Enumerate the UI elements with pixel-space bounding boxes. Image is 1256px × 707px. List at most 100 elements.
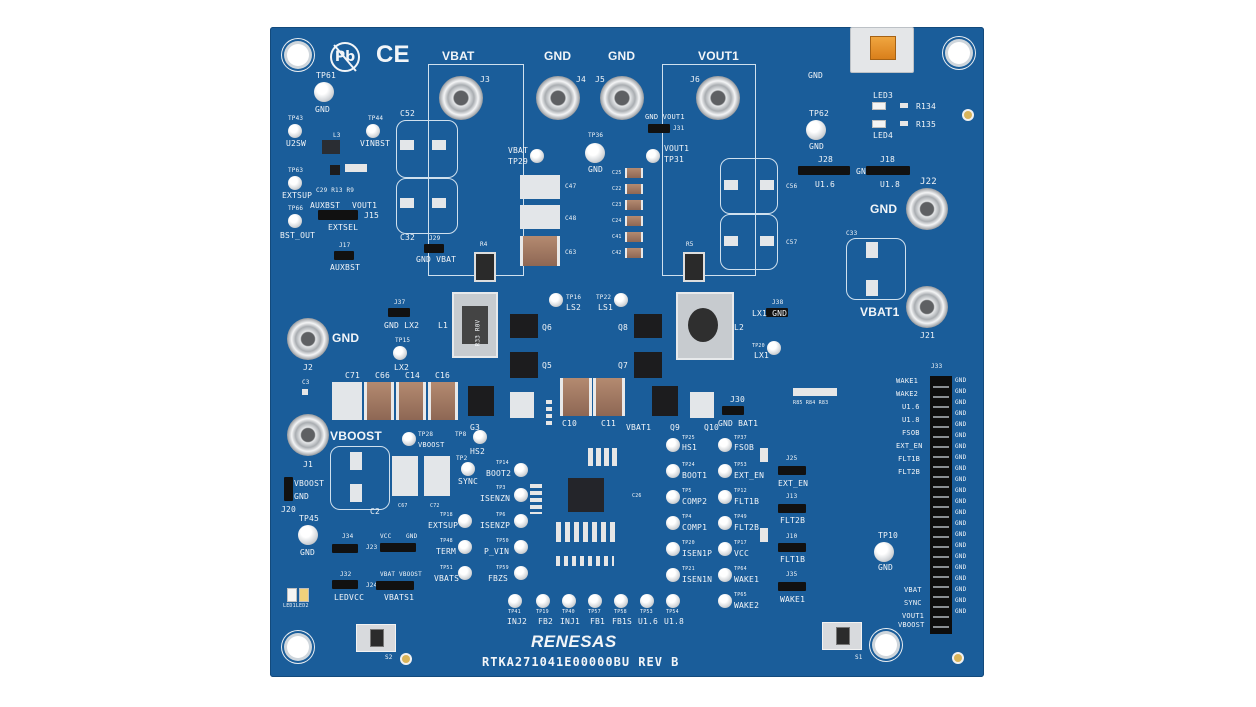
testpoint-tp36[interactable] bbox=[585, 143, 605, 163]
label-j33-gnd: GND bbox=[955, 586, 967, 593]
terminal-post-vboost[interactable] bbox=[287, 414, 329, 456]
jumper-j31[interactable] bbox=[648, 124, 670, 133]
testpoint-tp37[interactable] bbox=[718, 438, 732, 452]
testpoint-tp66[interactable] bbox=[288, 214, 302, 228]
label-tp8: TP8 bbox=[455, 431, 467, 438]
testpoint-tp41[interactable] bbox=[508, 594, 522, 608]
testpoint-tp10[interactable] bbox=[874, 542, 894, 562]
jumper-j10[interactable] bbox=[778, 543, 806, 552]
jumper-j23[interactable] bbox=[380, 543, 416, 552]
testpoint-tp6[interactable] bbox=[514, 514, 528, 528]
label-c32: C32 bbox=[400, 233, 416, 242]
terminal-post-vbat1[interactable] bbox=[906, 286, 948, 328]
label-c52: C52 bbox=[400, 109, 416, 118]
inductor-l1 bbox=[452, 292, 498, 358]
testpoint-tp65[interactable] bbox=[718, 594, 732, 608]
switch-s2[interactable] bbox=[356, 624, 396, 652]
testpoint-tp28[interactable] bbox=[402, 432, 416, 446]
jumper-j15[interactable] bbox=[318, 210, 358, 220]
header-j33[interactable] bbox=[930, 376, 952, 634]
switch-s1[interactable] bbox=[822, 622, 862, 650]
jumper-j35[interactable] bbox=[778, 582, 806, 591]
terminal-post-gnd-j5[interactable] bbox=[600, 76, 644, 120]
testpoint-tp18[interactable] bbox=[458, 514, 472, 528]
testpoint-tp22[interactable] bbox=[614, 293, 628, 307]
jumper-j18[interactable] bbox=[866, 166, 910, 175]
testpoint-tp44[interactable] bbox=[366, 124, 380, 138]
label-gnd-vout1: GND VOUT1 bbox=[645, 113, 685, 121]
jumper-j17[interactable] bbox=[334, 251, 354, 260]
testpoint-tp15[interactable] bbox=[393, 346, 407, 360]
label-tp50: TP50 bbox=[496, 538, 509, 544]
testpoint-tp16[interactable] bbox=[549, 293, 563, 307]
label-c14: C14 bbox=[405, 371, 421, 380]
label-j33-gnd: GND bbox=[955, 520, 967, 527]
smd-cluster bbox=[345, 164, 367, 172]
testpoint-tp20b[interactable] bbox=[666, 542, 680, 556]
label-u18: U1.8 bbox=[880, 180, 901, 189]
passives bbox=[588, 448, 618, 466]
testpoint-tp20[interactable] bbox=[767, 341, 781, 355]
terminal-post-vout1[interactable] bbox=[696, 76, 740, 120]
jumper-j13[interactable] bbox=[778, 504, 806, 513]
testpoint-tp45[interactable] bbox=[298, 525, 318, 545]
usb-connector[interactable] bbox=[850, 27, 914, 73]
jumper-j25[interactable] bbox=[778, 466, 806, 475]
jumper-j32[interactable] bbox=[332, 580, 358, 589]
testpoint-tp53b[interactable] bbox=[718, 464, 732, 478]
testpoint-tp48[interactable] bbox=[458, 540, 472, 554]
jumper-j28[interactable] bbox=[798, 166, 850, 175]
terminal-post-gnd-j2[interactable] bbox=[287, 318, 329, 360]
testpoint-tp19[interactable] bbox=[536, 594, 550, 608]
jumper-j29[interactable] bbox=[424, 244, 444, 253]
testpoint-tp61[interactable] bbox=[314, 82, 334, 102]
testpoint-tp40[interactable] bbox=[562, 594, 576, 608]
label-gnd-lx2: GND LX2 bbox=[384, 321, 420, 330]
testpoint-tp63[interactable] bbox=[288, 176, 302, 190]
label-c72: C72 bbox=[430, 503, 440, 509]
label-tp20: TP20 bbox=[752, 343, 765, 349]
jumper-j34[interactable] bbox=[332, 544, 358, 553]
jumper-j38[interactable] bbox=[766, 308, 788, 317]
terminal-post-gnd-j22[interactable] bbox=[906, 188, 948, 230]
jumper-j24[interactable] bbox=[376, 581, 414, 590]
label-extsup2: EXTSUP bbox=[428, 521, 459, 530]
testpoint-tp2[interactable] bbox=[461, 462, 475, 476]
label-j35: J35 bbox=[786, 571, 798, 578]
testpoint-tp51[interactable] bbox=[458, 566, 472, 580]
testpoint-tp49[interactable] bbox=[718, 516, 732, 530]
label-q5: Q5 bbox=[542, 361, 553, 370]
jumper-j30[interactable] bbox=[722, 406, 744, 415]
label-gnd-bat1: GND BAT1 bbox=[718, 419, 759, 428]
testpoint-tp12[interactable] bbox=[718, 490, 732, 504]
testpoint-tp24[interactable] bbox=[666, 464, 680, 478]
testpoint-tp31[interactable] bbox=[646, 149, 660, 163]
label-c71: C71 bbox=[345, 371, 361, 380]
testpoint-tp17[interactable] bbox=[718, 542, 732, 556]
testpoint-tp62[interactable] bbox=[806, 120, 826, 140]
testpoint-tp3[interactable] bbox=[514, 488, 528, 502]
testpoint-tp59[interactable] bbox=[514, 566, 528, 580]
testpoint-tp29[interactable] bbox=[530, 149, 544, 163]
testpoint-tp53[interactable] bbox=[640, 594, 654, 608]
testpoint-tp50[interactable] bbox=[514, 540, 528, 554]
jumper-j37[interactable] bbox=[388, 308, 410, 317]
testpoint-tp54[interactable] bbox=[666, 594, 680, 608]
testpoint-tp25[interactable] bbox=[666, 438, 680, 452]
cap-c14 bbox=[396, 382, 426, 420]
label-auxbst: AUXBST bbox=[310, 201, 341, 210]
testpoint-tp58[interactable] bbox=[614, 594, 628, 608]
testpoint-tp57[interactable] bbox=[588, 594, 602, 608]
testpoint-tp4[interactable] bbox=[666, 516, 680, 530]
testpoint-tp64[interactable] bbox=[718, 568, 732, 582]
testpoint-tp43[interactable] bbox=[288, 124, 302, 138]
label-ext-en: EXT_EN bbox=[734, 471, 765, 480]
terminal-post-gnd-j4[interactable] bbox=[536, 76, 580, 120]
terminal-post-vbat[interactable] bbox=[439, 76, 483, 120]
jumper-j20[interactable] bbox=[284, 477, 293, 501]
label-flt2b2: FLT2B bbox=[780, 516, 806, 525]
testpoint-tp14[interactable] bbox=[514, 463, 528, 477]
testpoint-tp8[interactable] bbox=[473, 430, 487, 444]
testpoint-tp21[interactable] bbox=[666, 568, 680, 582]
testpoint-tp5[interactable] bbox=[666, 490, 680, 504]
